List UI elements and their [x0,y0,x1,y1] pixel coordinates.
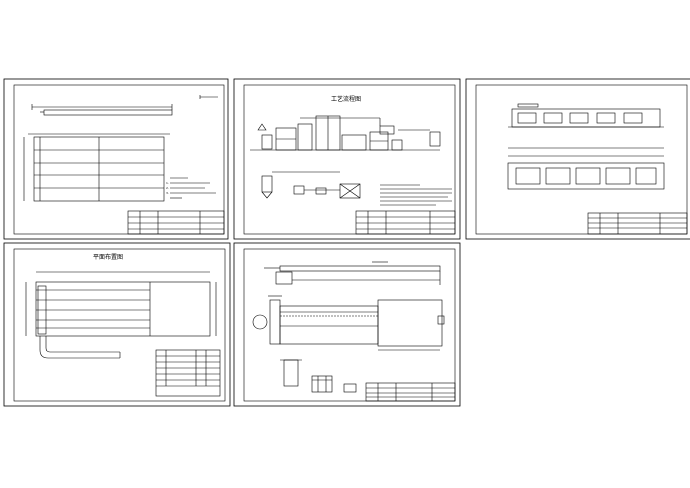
sheet-4-title: 平面布置图 [93,253,123,261]
sheet-4: 平面布置图 [3,242,231,407]
sheet-1 [3,78,229,240]
sheet-1-outer-frame [3,78,229,240]
sheet-3-elevation [508,103,664,128]
sheet-1-note-number: 3. [166,191,169,195]
sheet-3-title-block [587,212,688,235]
sheet-5-section [252,295,445,351]
sheet-5-details [280,359,357,393]
sheet-2-inner-frame [243,84,456,235]
sheet-5-outer-frame [233,242,461,407]
sheet-2-title-block [355,210,456,235]
sheet-1-note-number: 2. [166,186,169,190]
sheet-5-elevation [264,261,441,285]
sheet-1-tank-plan [23,133,170,202]
sheet-3 [465,78,690,240]
sheet-4-outer-frame [3,242,231,407]
sheet-3-inner-frame [475,84,688,235]
sheet-1-elevation [31,95,218,116]
sheet-2-process-flow [250,115,441,199]
sheet-4-site-plan [25,271,217,359]
sheet-1-notes [170,177,216,199]
sheet-1-title-block [127,210,225,235]
sheet-3-plan [507,147,665,190]
sheet-4-schedule-table [155,349,221,397]
sheet-2: 工艺流程图 [233,78,461,240]
sheet-5-title-block [365,382,456,402]
sheet-2-notes [380,184,452,206]
sheet-3-outer-frame [465,78,690,240]
sheet-1-inner-frame [13,84,225,235]
sheet-2-title: 工艺流程图 [331,95,361,103]
sheet-1-note-number: 1. [166,181,169,185]
sheet-2-outer-frame [233,78,461,240]
sheet-4-inner-frame [13,248,226,402]
sheet-5-inner-frame [243,248,456,402]
sheet-5 [233,242,461,407]
